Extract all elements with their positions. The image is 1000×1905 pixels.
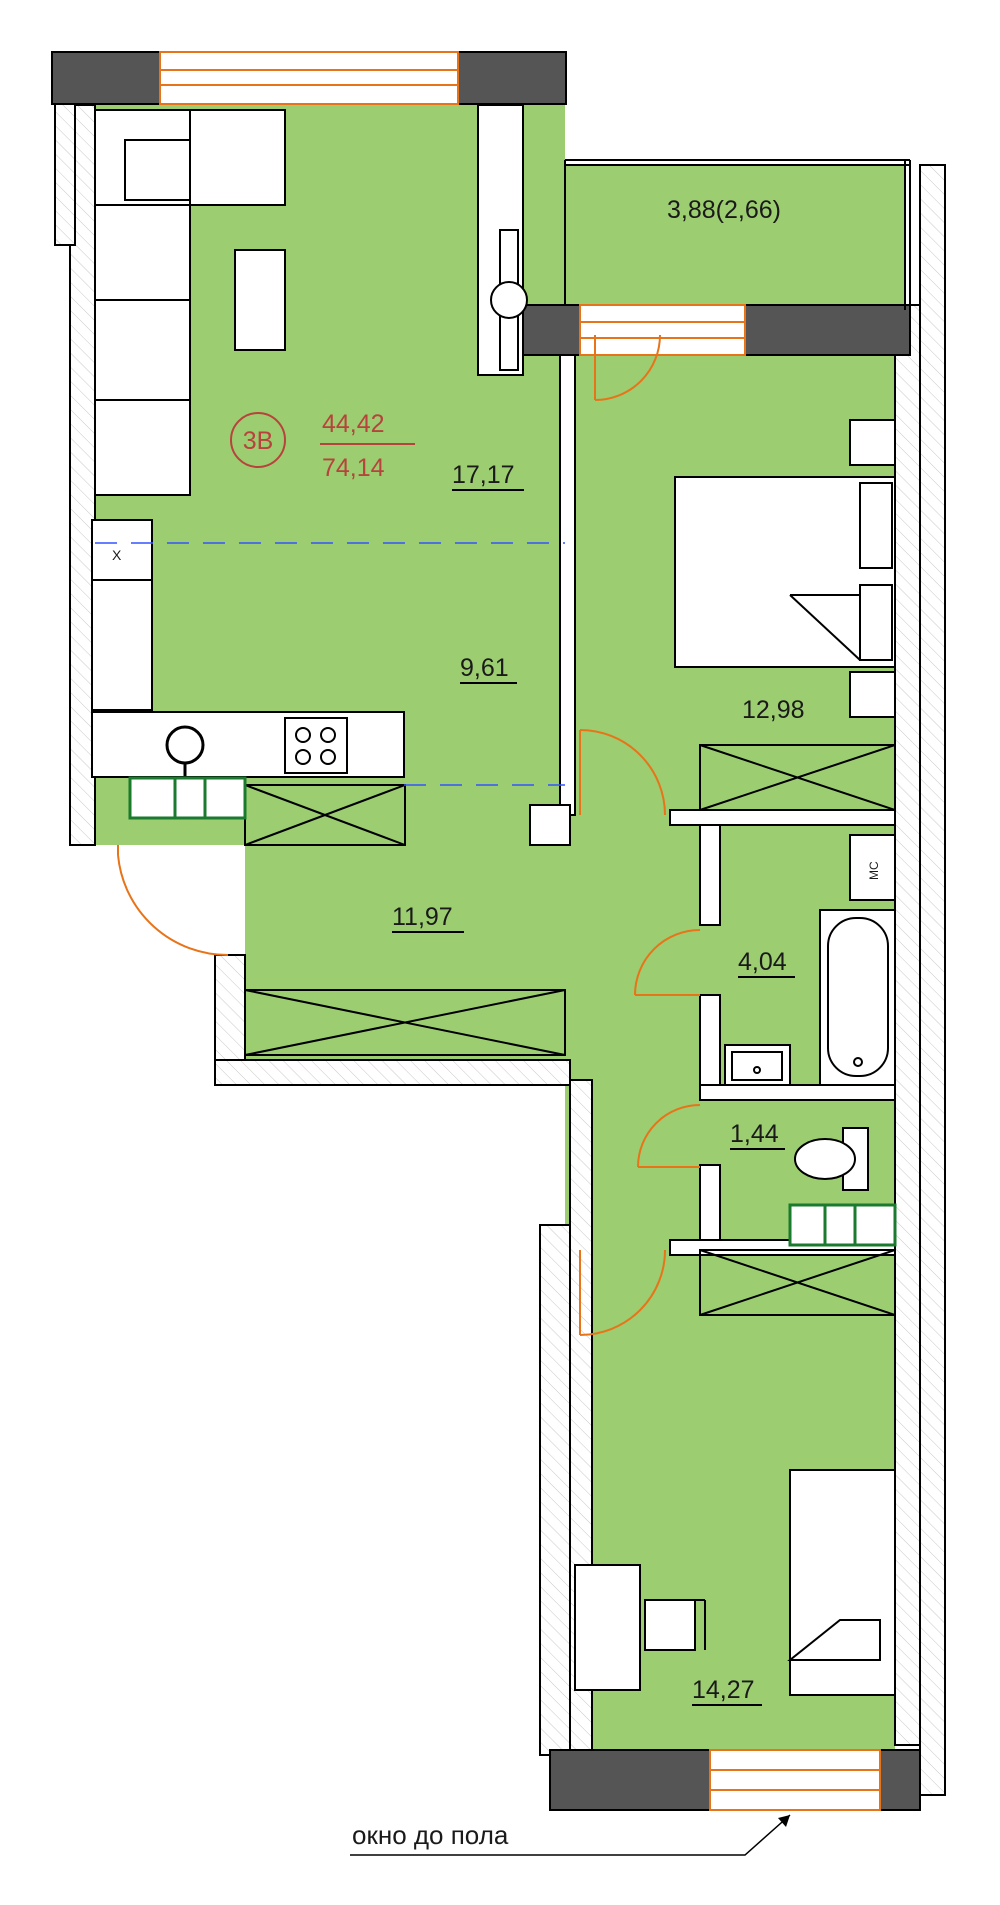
double-bed [674,476,896,668]
total-area-value: 74,14 [322,454,385,482]
bathroom-area: 4,04 [738,948,787,976]
living-area-value: 44,42 [322,410,385,438]
chair-icon [644,1599,706,1651]
washbasin-icon [724,1044,791,1086]
balcony-railing [564,159,911,310]
apartment-type-code: 3В [243,427,274,455]
tv-icon [490,229,528,371]
cabinet-mark [91,519,153,581]
kitchen-sink-icon [165,725,205,778]
radiator-icon [788,1203,897,1247]
floor-window-note: окно до пола [350,1814,791,1856]
desk [574,1564,641,1691]
stove-icon [284,717,348,774]
coffee-table [234,249,286,351]
toilet-icon [794,1127,869,1191]
toilet-area: 1,44 [730,1120,779,1148]
living-room-area: 17,17 [452,461,515,489]
bathtub-icon [819,909,896,1086]
sofa [94,109,286,496]
kitchen-counter [91,711,405,778]
balcony-area: 3,88(2,66) [667,196,781,224]
single-bed [787,1469,896,1696]
kitchen-area: 9,61 [460,654,509,682]
windows [159,51,881,1811]
door-swings [117,334,701,1336]
radiator-icon [128,776,247,820]
nightstand [849,671,896,718]
nightstand [849,419,896,466]
hallway-area: 11,97 [392,903,453,931]
storage-cabinets [244,744,896,1316]
bedroom-2-area: 14,27 [692,1676,755,1704]
washer-label: МС [867,861,881,880]
zone-dividers [95,542,565,786]
floor-window-note-text: окно до пола [352,1820,509,1850]
bedroom-1-area: 12,98 [742,696,805,724]
washing-machine [849,834,896,901]
room-area-labels: 17,17 9,61 11,97 3,88(2,66) 12,98 4,04 1… [392,196,805,1706]
apartment-badge: 3В 44,42 74,14 [230,410,415,482]
exterior-walls [54,89,946,1796]
cabinet-mark-label: Х [112,547,122,563]
